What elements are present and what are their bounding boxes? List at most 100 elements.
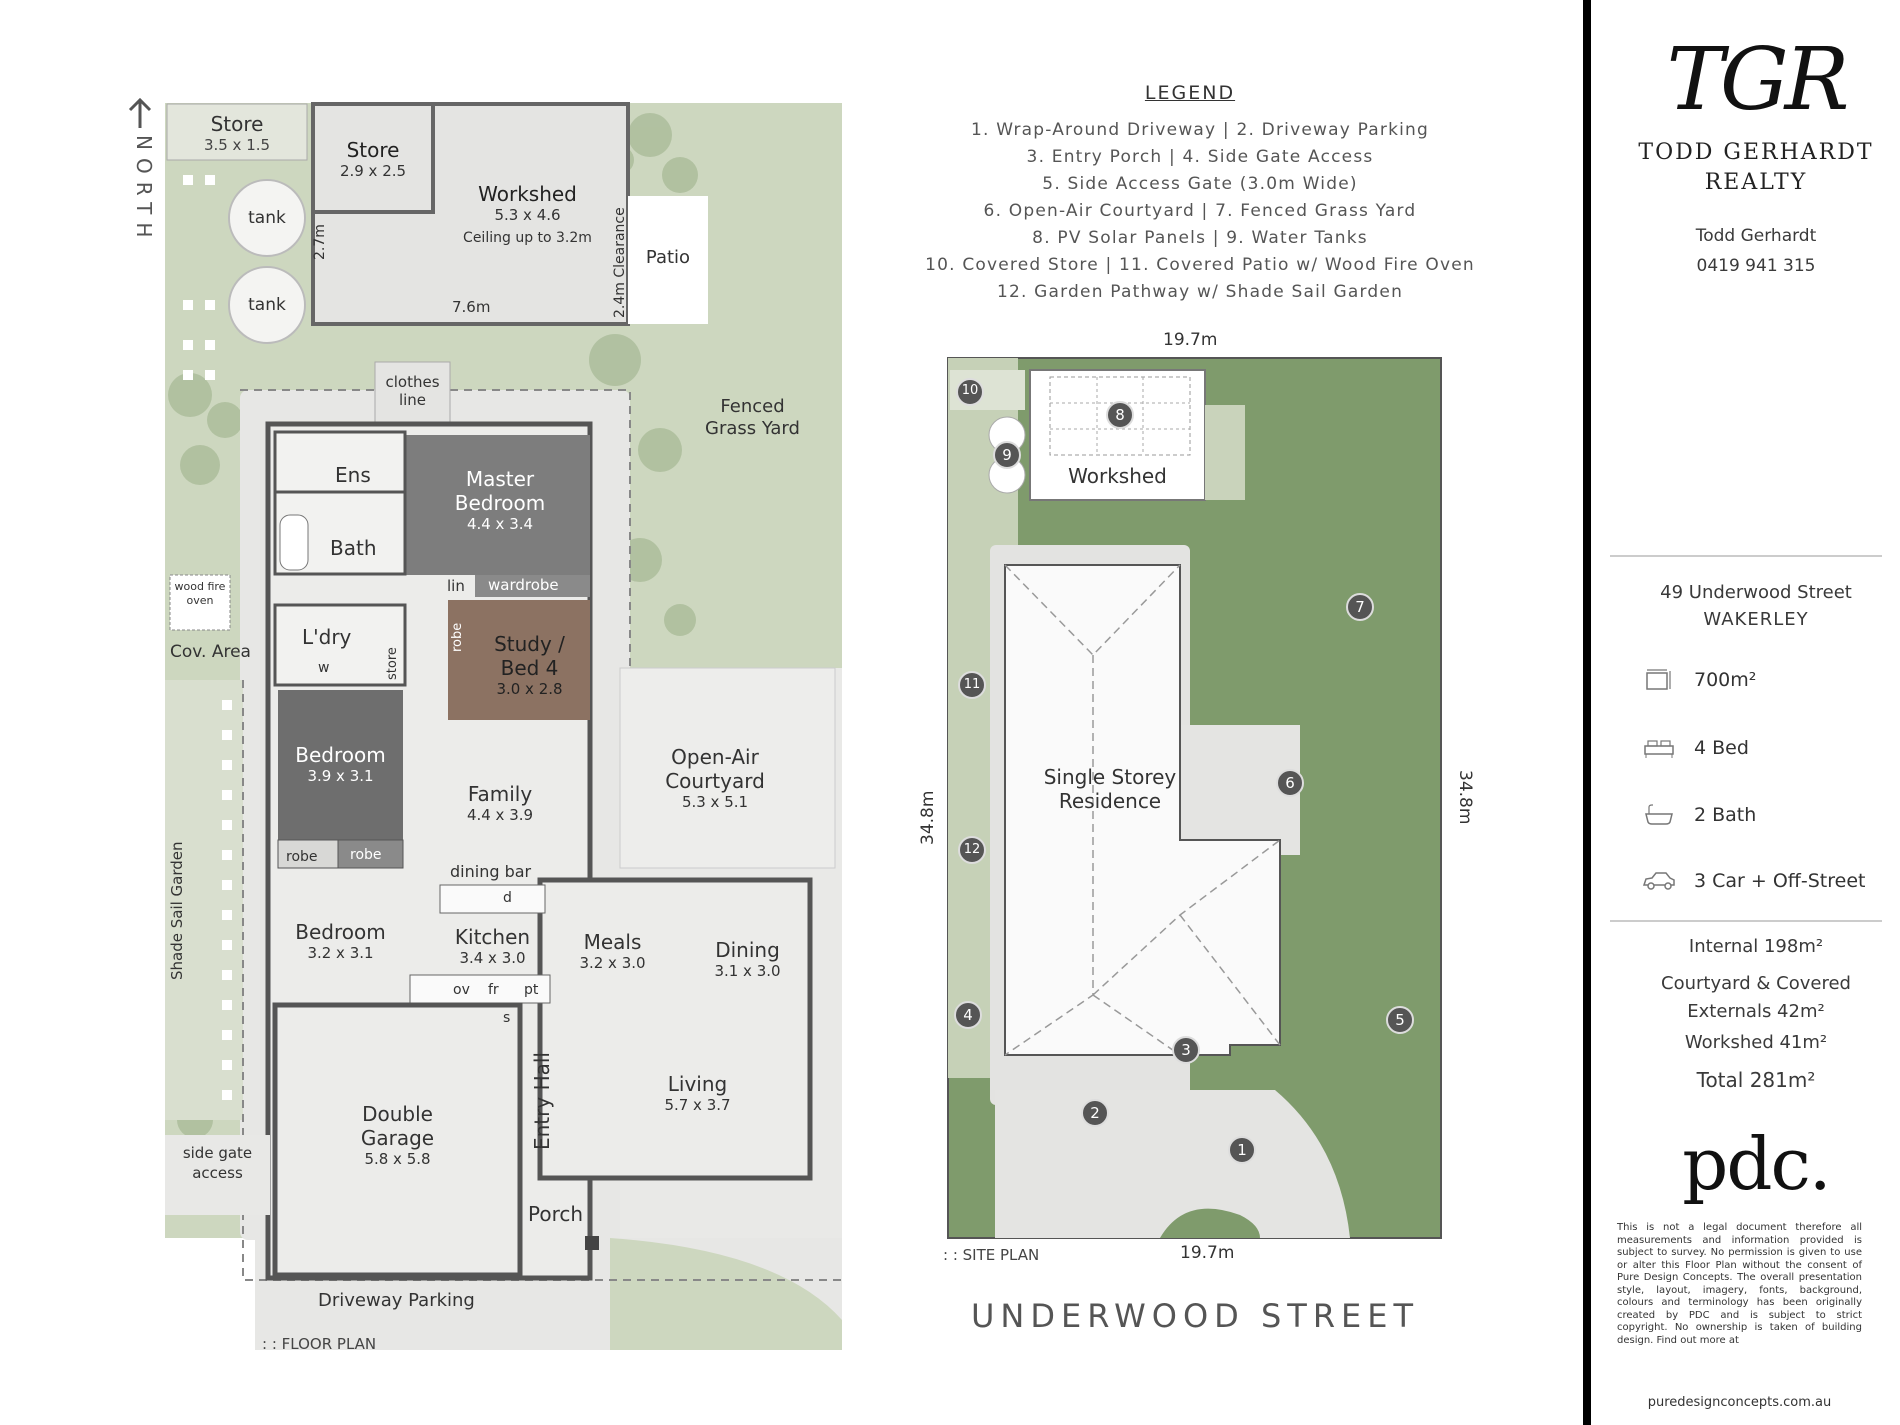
legend-line-6: 10. Covered Store | 11. Covered Patio w/…	[925, 255, 1475, 275]
ov-label: ov	[453, 982, 470, 998]
feature-car: 3 Car + Off-Street	[1642, 866, 1865, 896]
room-name: Dining	[715, 938, 780, 962]
driveway-label: Driveway Parking	[318, 1290, 475, 1311]
room-name: Family	[467, 782, 533, 806]
tank-label-2: tank	[248, 295, 286, 315]
feature-bed: 4 Bed	[1642, 733, 1749, 763]
area-workshed: Workshed 41m²	[1684, 1032, 1828, 1053]
dim-7-6: 7.6m	[452, 298, 491, 316]
site-workshed-label: Workshed	[1068, 464, 1167, 488]
porch-column	[585, 1236, 599, 1250]
pdc-logo: pdc.	[1682, 1122, 1831, 1206]
area-internal: Internal 198m²	[1688, 936, 1824, 957]
room-name: Bedroom	[295, 743, 386, 767]
site-depth-right: 34.8m	[1455, 770, 1475, 825]
room-name: Study / Bed 4	[494, 632, 565, 680]
lin-label: lin	[447, 577, 465, 595]
marker-10: 10	[961, 383, 979, 398]
legend-title: LEGEND	[1144, 82, 1236, 104]
site-residence-label: Single Storey Residence	[1043, 765, 1177, 813]
room-bath: Bath	[330, 536, 377, 560]
site-patio	[1205, 405, 1245, 500]
robe-label-a: robe	[286, 849, 318, 865]
marker-6: 6	[1285, 774, 1295, 792]
room-dims: 4.4 x 3.9	[466, 806, 534, 824]
room-name: Store	[210, 112, 264, 136]
feature-label: 3 Car + Off-Street	[1694, 870, 1866, 892]
fenced-grass-label: Fenced Grass Yard	[705, 396, 800, 439]
tank-2	[228, 266, 306, 344]
feature-label: 4 Bed	[1694, 737, 1749, 759]
robe-study-label: robe	[450, 622, 465, 652]
room-dims: 3.5 x 1.5	[203, 136, 271, 154]
wardrobe-room	[475, 575, 590, 597]
address-line-2: WAKERLEY	[1703, 609, 1809, 630]
marker-11: 11	[963, 677, 981, 692]
feature-label: 2 Bath	[1694, 804, 1757, 826]
room-bedroom-3: Bedroom 3.2 x 3.1	[278, 920, 403, 962]
room-living: Living 5.7 x 3.7	[640, 1072, 755, 1114]
feature-land: 700m²	[1642, 665, 1756, 695]
room-note: Ceiling up to 3.2m	[463, 230, 592, 246]
ens-room	[273, 430, 407, 494]
room-family: Family 4.4 x 3.9	[440, 782, 560, 824]
disclaimer: This is not a legal document therefore a…	[1617, 1222, 1862, 1346]
bed-icon	[1642, 735, 1676, 761]
legend-line-3: 5. Side Access Gate (3.0m Wide)	[1042, 174, 1358, 194]
kitchen-bench	[409, 974, 551, 1004]
floor-plan	[128, 97, 842, 1350]
room-bedroom-2: Bedroom 3.9 x 3.1	[278, 743, 403, 785]
clearance-label: 2.4m Clearance	[612, 207, 628, 318]
marker-12: 12	[963, 842, 981, 857]
pt-label: pt	[524, 982, 539, 998]
room-garage: Double Garage 5.8 x 5.8	[330, 1102, 465, 1168]
site-width-top: 19.7m	[1163, 330, 1218, 350]
logo-mark: TGR	[1666, 30, 1850, 130]
shade-sail-label: Shade Sail Garden	[168, 841, 186, 980]
boundary-dashed	[242, 680, 842, 1281]
site-drive-island	[1160, 1208, 1260, 1238]
dining-bar-label: dining bar	[450, 862, 532, 881]
study-room	[448, 600, 590, 720]
site-plan	[947, 357, 1442, 1239]
room-dims: 5.3 x 4.6	[494, 206, 561, 224]
garage-room	[272, 1002, 523, 1278]
d-label: d	[503, 890, 512, 906]
s-label: s	[503, 1010, 511, 1026]
courtyard-area	[619, 667, 836, 869]
floor-plan-caption: : : FLOOR PLAN	[262, 1335, 377, 1353]
room-name: Open-Air Courtyard	[665, 745, 765, 793]
room-laundry: L'dry	[302, 625, 352, 649]
room-dims: 2.9 x 2.5	[339, 162, 407, 180]
feature-label: 700m²	[1694, 669, 1757, 691]
dining-bar-bench	[439, 884, 546, 914]
room-meals: Meals 3.2 x 3.0	[570, 930, 655, 972]
tank-1	[228, 179, 306, 257]
site-depth-left: 34.8m	[918, 790, 938, 845]
room-name: Bedroom	[295, 920, 386, 944]
area-courtyard: Courtyard & Covered Externals 42m²	[1661, 973, 1851, 1022]
site-markers	[954, 378, 1414, 1164]
divider-1	[1610, 555, 1882, 557]
driveway-curve	[610, 1238, 842, 1350]
marker-1: 1	[1237, 1141, 1247, 1159]
patio-box	[628, 196, 708, 324]
street-name: UNDERWOOD STREET	[970, 1297, 1420, 1335]
brand-line-2: REALTY	[1704, 170, 1808, 195]
room-dims: 5.8 x 5.8	[364, 1150, 431, 1168]
bath-icon	[1642, 802, 1676, 828]
bedroom-2-room	[278, 690, 403, 840]
room-dims: 5.7 x 3.7	[664, 1096, 731, 1114]
site-solar	[1049, 376, 1191, 456]
room-store-b: Store 2.9 x 2.5	[313, 138, 433, 180]
room-store-a: Store 3.5 x 1.5	[167, 112, 307, 154]
room-courtyard: Open-Air Courtyard 5.3 x 5.1	[640, 745, 790, 811]
store-small	[166, 103, 308, 161]
room-name: Workshed	[478, 182, 577, 206]
robe-a	[277, 839, 339, 869]
bathtub	[279, 514, 309, 571]
room-name: Living	[667, 1072, 728, 1096]
room-dims: 3.4 x 3.0	[459, 949, 526, 967]
address-line-1: 49 Underwood Street	[1660, 582, 1852, 603]
room-dims: 3.9 x 3.1	[307, 767, 374, 785]
